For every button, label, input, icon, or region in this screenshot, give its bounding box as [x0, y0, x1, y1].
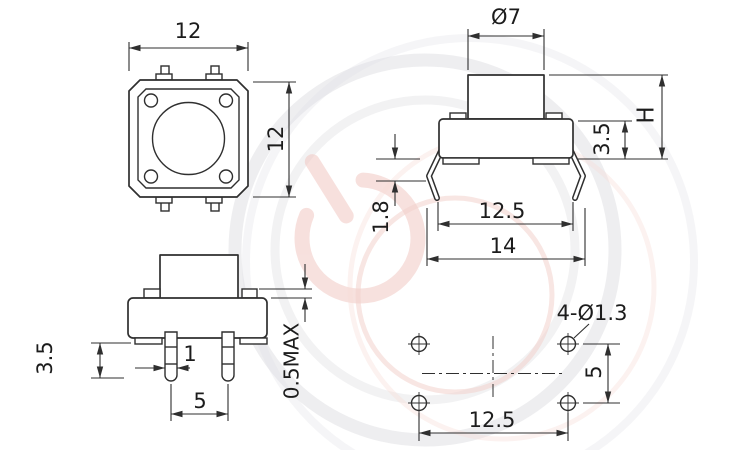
watermark-logo — [228, 34, 698, 450]
side-view-body — [438, 118, 574, 159]
side-view-tab — [545, 112, 563, 120]
dim-lead-length-label: 3.5 — [33, 341, 57, 374]
front-view-tab — [241, 288, 258, 299]
front-view-standoff — [239, 337, 268, 345]
dim-body-height-lines — [578, 120, 632, 159]
dim-lead-tip-span-lines — [437, 202, 574, 231]
top-view-rivet-circle — [218, 93, 234, 108]
top-view-rivet-circle — [218, 169, 234, 184]
dim-body-height-label: 3.5 — [590, 122, 614, 155]
side-view-tab — [449, 112, 467, 120]
dim-lead-tip-span-label: 12.5 — [479, 199, 526, 223]
dim-lead-pitch-lines — [170, 384, 229, 421]
dim-top-height-lines — [253, 81, 296, 198]
top-view-rivet-circle — [143, 169, 159, 184]
dim-pcb-horizontal-pitch-label: 12.5 — [469, 408, 516, 432]
dim-lead-bend-lines — [376, 134, 426, 206]
top-view-body-outline — [128, 79, 249, 198]
side-view-standoff — [532, 157, 570, 165]
top-view-cover-outline — [137, 88, 240, 189]
top-view-rivet-circle — [143, 93, 159, 108]
front-view-leads — [164, 331, 235, 382]
dim-standoff-lines — [259, 264, 312, 322]
dim-top-width-lines — [128, 42, 249, 71]
top-view: 12 12 — [128, 19, 296, 212]
dim-lead-bend-label: 1.8 — [369, 200, 393, 233]
side-view-leads — [426, 148, 586, 201]
front-view-body — [127, 297, 268, 339]
dim-lead-pitch-label: 5 — [193, 389, 206, 413]
dim-knob-diameter-label: Ø7 — [491, 5, 521, 29]
front-view: 3.5 1 5 0.5MAX — [33, 254, 312, 421]
front-view-knob — [159, 254, 239, 300]
dim-knob-diameter-lines — [467, 29, 545, 70]
dim-lead-width-label: 1 — [183, 342, 196, 366]
side-view-standoff — [442, 157, 480, 165]
dim-top-width-label: 12 — [175, 19, 202, 43]
side-view: Ø7 H 3.5 1.8 12.5 14 — [369, 5, 668, 266]
pcb-holes — [408, 333, 579, 414]
dim-standoff-label: 0.5MAX — [280, 322, 304, 399]
top-view-solder-tabs — [155, 65, 223, 212]
top-view-knob-circle — [151, 101, 226, 176]
dim-lead-outer-span-lines — [426, 208, 586, 266]
dim-overall-height-lines — [549, 74, 668, 160]
front-view-tab — [143, 288, 161, 299]
dim-pcb-horizontal-pitch-lines — [418, 413, 569, 441]
dim-lead-length-lines — [91, 342, 131, 379]
front-view-standoff — [134, 337, 163, 345]
pcb-hole-callout-leader — [573, 323, 590, 339]
dim-pcb-vertical-pitch-lines — [583, 343, 620, 404]
side-view-knob — [467, 74, 545, 120]
dim-overall-height-label: H — [634, 106, 660, 123]
dim-pcb-vertical-pitch-label: 5 — [582, 365, 606, 378]
pcb-hole-callout-label: 4-Ø1.3 — [557, 301, 628, 325]
dim-top-height-label: 12 — [264, 126, 288, 153]
dim-lead-outer-span-label: 14 — [490, 234, 517, 258]
pcb-layout: 4-Ø1.3 5 12.5 — [408, 301, 627, 441]
